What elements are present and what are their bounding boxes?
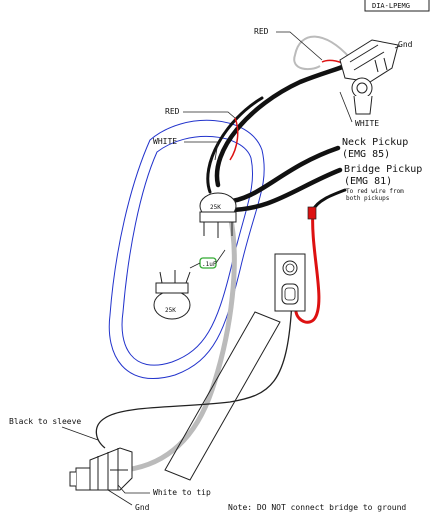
label-black-sleeve: Black to sleeve [9, 417, 81, 426]
output-jack [69, 447, 133, 491]
red-wire-left [229, 117, 239, 161]
label-to-red-2: both pickups [346, 195, 390, 202]
cap-label: .1uF [202, 261, 217, 268]
battery-box [274, 253, 306, 312]
pot-top [199, 192, 237, 238]
capacitor: .1uF [189, 249, 226, 269]
label-red-left: RED [165, 107, 180, 116]
label-white-tip: White to tip [153, 488, 211, 497]
black-ground-wire [95, 299, 293, 449]
pot-bottom [153, 270, 191, 320]
label-to-red-1: To red wire from [346, 188, 404, 195]
switch-harness-cable [214, 63, 348, 188]
red-wire-output-top [311, 188, 347, 212]
label-gnd-bottom: Gnd [135, 503, 150, 512]
diagram-code-box: DIA-LPEMG [364, 0, 430, 12]
toggle-switch [339, 39, 399, 115]
leader-lines [61, 31, 323, 506]
label-pot-top: 25K [210, 204, 221, 211]
label-bridge-model: (EMG 81) [344, 176, 392, 187]
label-pot-bottom: 25K [165, 307, 176, 314]
label-bridge-pickup: Bridge Pickup [344, 164, 422, 175]
neck-pickup-cable [222, 145, 341, 205]
label-neck-pickup: Neck Pickup [342, 137, 408, 148]
label-red-top: RED [254, 27, 269, 36]
red-wire-splice [307, 206, 317, 220]
white-right-lead [339, 91, 353, 123]
label-white-right: WHITE [355, 119, 379, 128]
label-white-left: WHITE [153, 137, 177, 146]
label-gnd-top: Gnd [398, 40, 413, 49]
diagram-code: DIA-LPEMG [372, 2, 410, 10]
bridge-pickup-cable [225, 167, 343, 213]
label-neck-model: (EMG 85) [342, 149, 390, 160]
switch-harness-cable-2 [206, 96, 264, 194]
gray-wire-upper [293, 35, 351, 71]
gray-wire-main [122, 212, 237, 473]
battery-outline [164, 311, 281, 481]
gnd-top-lead [394, 45, 401, 49]
control-cavity-outline [108, 119, 265, 380]
note-text: Note: DO NOT connect bridge to ground [228, 503, 406, 512]
red-wire-output [294, 208, 321, 324]
